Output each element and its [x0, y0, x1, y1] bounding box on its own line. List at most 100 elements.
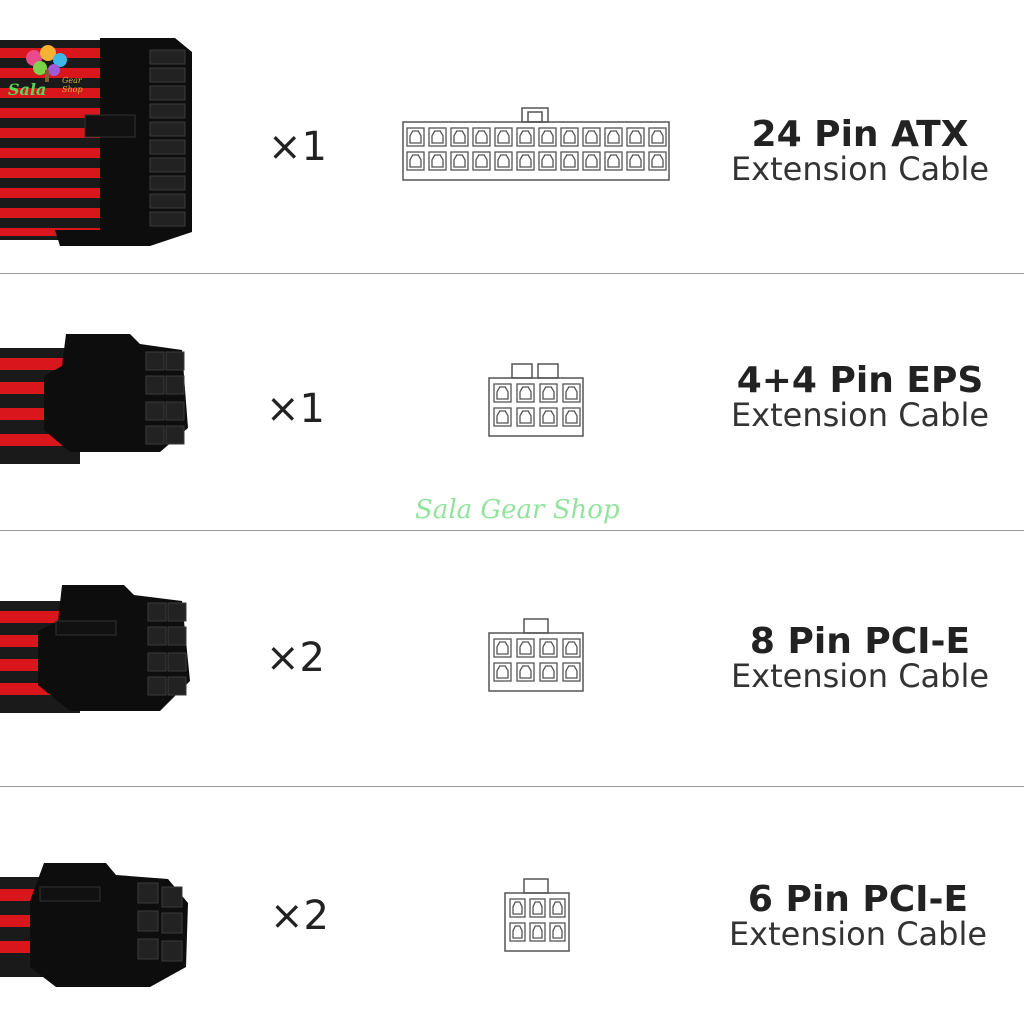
connector-pin-socket [431, 130, 444, 144]
connector-pin-socket [585, 130, 598, 144]
cable-photo-6pin [0, 863, 188, 987]
connector-pin-socket [565, 641, 578, 655]
connector-pin-socket [542, 410, 555, 424]
connector-pin-socket [651, 130, 664, 144]
connector-pin [539, 638, 558, 658]
connector-pin [560, 127, 579, 147]
connector-pin-socket [519, 410, 532, 424]
connector-pin [516, 662, 535, 682]
logo-subtitle: Gear Shop [62, 76, 83, 94]
connector-pin [549, 922, 566, 942]
connector-pin-socket [453, 130, 466, 144]
connector-pin [516, 127, 535, 147]
connector-pin [648, 127, 667, 147]
pin-diagram-6pin-icon [504, 878, 570, 952]
connector-pin-socket [475, 130, 488, 144]
connector-pin-socket [563, 130, 576, 144]
connector-pin [493, 407, 512, 427]
connector-pin-socket [512, 901, 523, 915]
connector-pin-socket [453, 154, 466, 168]
connector-pin-socket [542, 641, 555, 655]
connector-pin-socket [409, 154, 422, 168]
connector-pin-socket [541, 154, 554, 168]
connector-pin-socket [431, 154, 444, 168]
row-divider [0, 273, 1024, 274]
cable-row-24pin-atx: ×1 24 Pin ATX Extension Cable [0, 0, 1024, 273]
connector-pin-socket [519, 665, 532, 679]
connector-pin-socket [607, 130, 620, 144]
quantity-6pin: ×2 [270, 893, 329, 939]
connector-pin [494, 127, 513, 147]
connector-pin-socket [409, 130, 422, 144]
connector-pin [562, 638, 581, 658]
connector-pin-socket [542, 386, 555, 400]
connector-pin-socket [629, 154, 642, 168]
connector-pin-socket [519, 386, 532, 400]
connector-pin [538, 127, 557, 147]
connector-pin-socket [542, 665, 555, 679]
logo-name: Sala [8, 80, 47, 99]
connector-pin [562, 383, 581, 403]
connector-pin [549, 898, 566, 918]
connector-pin [529, 898, 546, 918]
connector-pin-socket [629, 130, 642, 144]
connector-pin-socket [519, 641, 532, 655]
connector-pin [428, 127, 447, 147]
connector-pin-socket [496, 641, 509, 655]
row-divider [0, 530, 1024, 531]
connector-pin-socket [565, 386, 578, 400]
quantity-24pin: ×1 [268, 124, 327, 170]
connector-pin [509, 922, 526, 942]
connector-pin-socket [552, 901, 563, 915]
connector-pin-socket [532, 901, 543, 915]
cable-title-6pin: 6 Pin PCI-E [747, 879, 969, 920]
connector-pin [539, 407, 558, 427]
connector-pin [516, 151, 535, 171]
connector-pin [648, 151, 667, 171]
shop-logo-tree-icon [26, 45, 67, 82]
row-divider [0, 786, 1024, 787]
connector-pin [450, 151, 469, 171]
connector-pin-socket [585, 154, 598, 168]
connector-pin-socket [532, 925, 543, 939]
quantity-eps: ×1 [266, 386, 325, 432]
cable-subtitle-24pin: Extension Cable [730, 150, 990, 188]
connector-pin-socket [475, 154, 488, 168]
cable-title-eps: 4+4 Pin EPS [736, 360, 984, 401]
cable-subtitle-eps: Extension Cable [730, 396, 990, 434]
connector-pin-socket [519, 130, 532, 144]
connector-pin-socket [607, 154, 620, 168]
connector-pin [493, 638, 512, 658]
quantity-8pin: ×2 [266, 635, 325, 681]
connector-pin-socket [512, 925, 523, 939]
connector-pin [493, 383, 512, 403]
connector-pin [539, 662, 558, 682]
connector-pin [539, 383, 558, 403]
connector-pin [560, 151, 579, 171]
connector-pin [494, 151, 513, 171]
connector-pin [562, 407, 581, 427]
connector-pin [450, 127, 469, 147]
connector-pin-socket [541, 130, 554, 144]
cable-subtitle-8pin: Extension Cable [730, 657, 990, 695]
cable-title-24pin: 24 Pin ATX [751, 114, 969, 155]
connector-pin [604, 151, 623, 171]
connector-pin-socket [496, 386, 509, 400]
pin-diagram-eps-icon [488, 363, 584, 437]
connector-pin [562, 662, 581, 682]
connector-pin-socket [563, 154, 576, 168]
connector-pin [472, 151, 491, 171]
connector-pin-socket [565, 410, 578, 424]
connector-pin-socket [497, 130, 510, 144]
pin-diagram-8pin-icon [488, 618, 584, 692]
connector-pin [516, 407, 535, 427]
connector-pin-socket [651, 154, 664, 168]
cable-row-eps: ×1 4+4 Pin EPS Extension Cable [0, 274, 1024, 530]
cable-photo-24pin [0, 38, 192, 246]
connector-pin [626, 151, 645, 171]
connector-pin [582, 127, 601, 147]
connector-pin [582, 151, 601, 171]
cable-subtitle-6pin: Extension Cable [728, 915, 988, 953]
cable-photo-eps [0, 334, 188, 464]
connector-pin [406, 127, 425, 147]
